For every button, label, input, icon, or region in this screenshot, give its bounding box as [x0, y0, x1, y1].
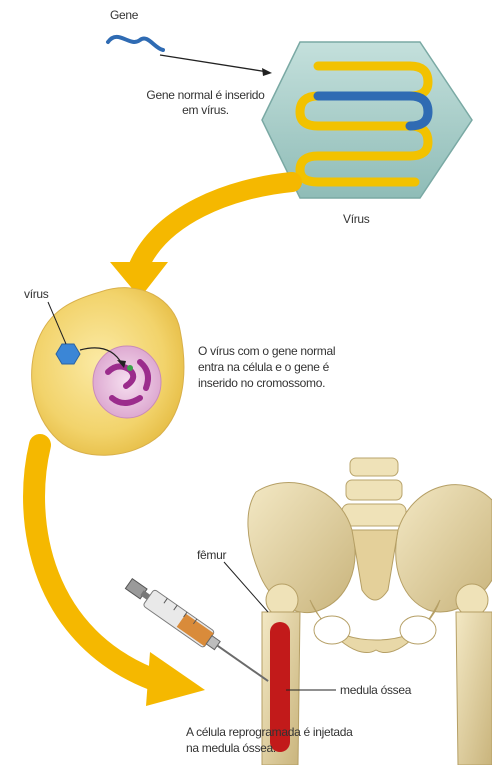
curved-arrow-1: [138, 182, 292, 268]
small-virus-label: vírus: [24, 287, 49, 302]
inserted-gene-dot: [127, 365, 133, 371]
femur-label: fêmur: [197, 548, 226, 563]
virus-caption: Vírus: [343, 212, 370, 227]
gene-to-virus-arrow: [160, 55, 268, 72]
marrow-label: medula óssea: [340, 683, 411, 698]
gene-inserted-caption: Gene normal é inserido em vírus.: [138, 88, 273, 118]
gene-label: Gene: [110, 8, 138, 23]
gene-strand: [108, 37, 163, 50]
right-femur-bone: [456, 612, 492, 765]
curved-arrow-2: [34, 445, 160, 682]
gene-to-virus-arrowhead: [262, 68, 272, 76]
final-caption: A célula reprogramada é injetada na medu…: [186, 724, 366, 756]
curved-arrow-2-head: [146, 652, 205, 706]
cell-caption: O vírus com o gene normal entra na célul…: [198, 343, 340, 391]
